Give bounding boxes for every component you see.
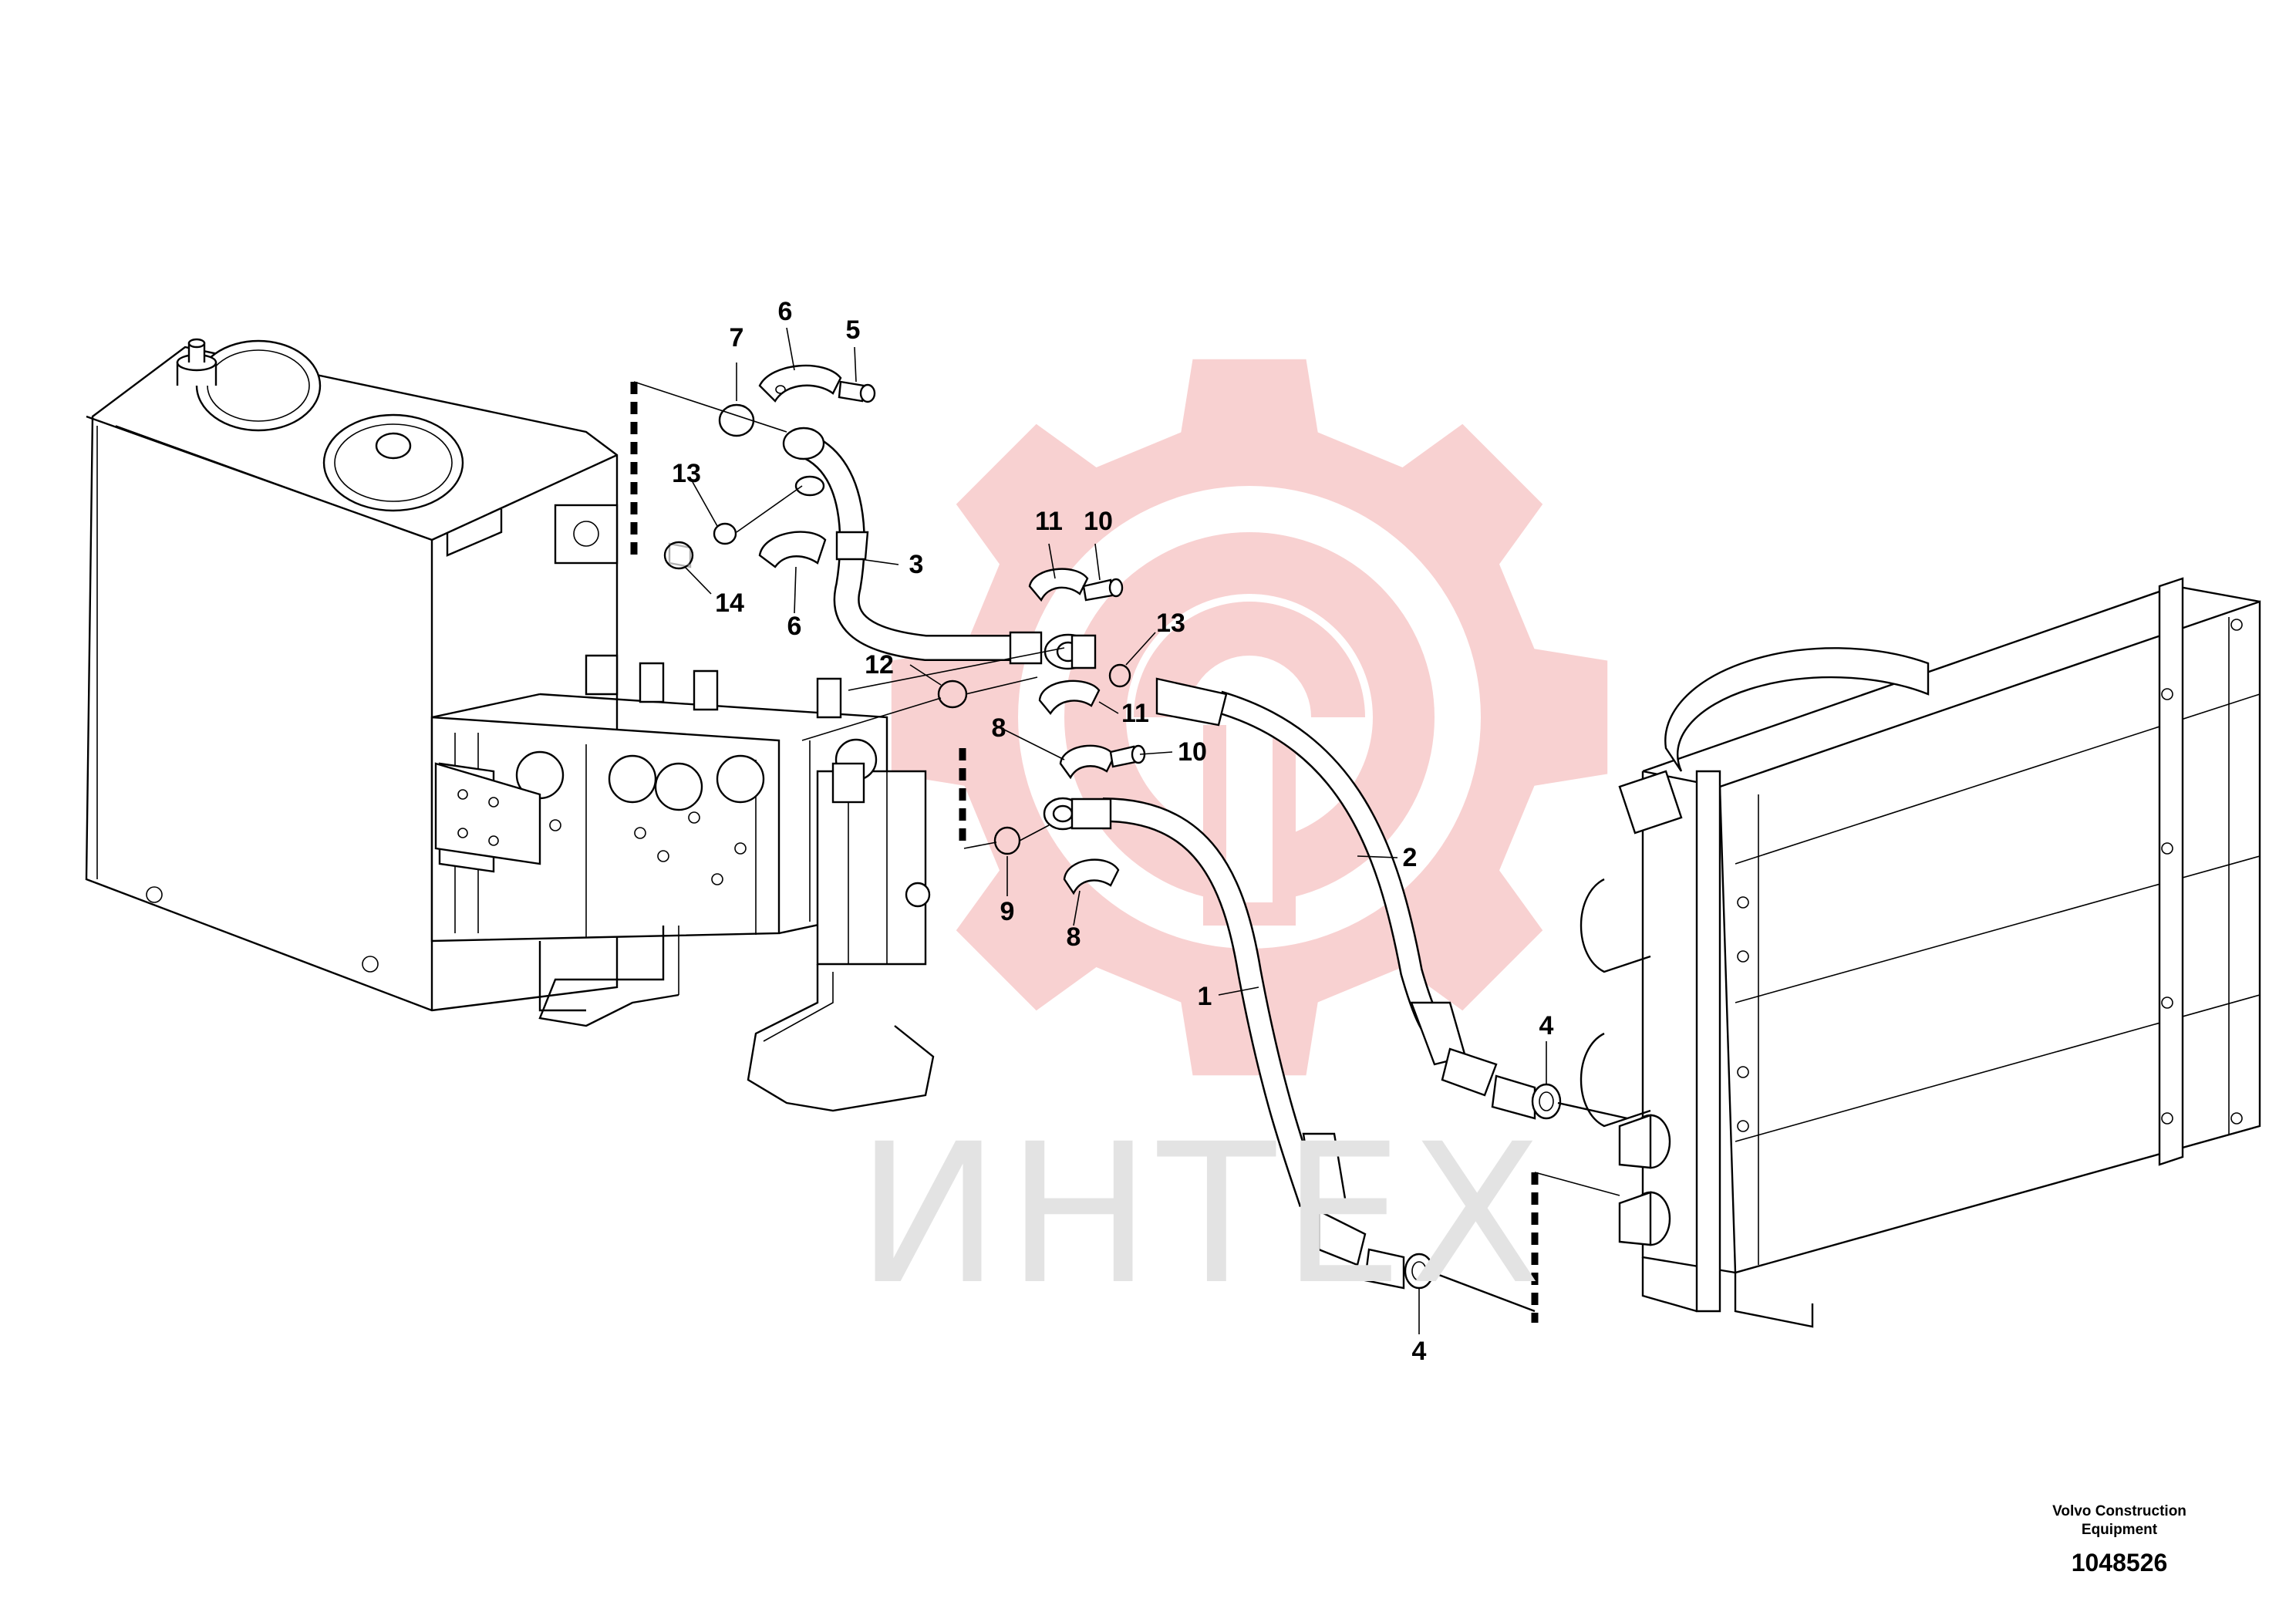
clamp-half-6-lower	[758, 531, 827, 568]
callout-11: 11	[1035, 507, 1063, 536]
callout-7: 7	[729, 323, 744, 352]
publisher-line-2: Equipment	[2081, 1522, 2158, 1538]
callout-5: 5	[845, 315, 861, 345]
hose-2	[1155, 677, 1498, 1097]
clamp-half-11-lower	[1038, 679, 1101, 716]
callout-4: 4	[1411, 1337, 1427, 1366]
o-ring-13-lower	[1108, 663, 1131, 688]
break-line-dashed	[630, 382, 1620, 1323]
callout-10: 10	[1084, 507, 1113, 536]
oil-cooler	[1580, 577, 2261, 1328]
callout-6: 6	[777, 297, 793, 326]
callout-4: 4	[1539, 1011, 1554, 1040]
hose-1	[1043, 797, 1367, 1266]
bolt-10-upper	[1082, 578, 1124, 602]
callout-14: 14	[715, 588, 744, 618]
plug-14	[663, 541, 694, 570]
leader-lines	[684, 327, 1547, 1334]
callout-12: 12	[865, 650, 894, 679]
callout-3: 3	[909, 550, 924, 579]
callout-9: 9	[1000, 897, 1015, 926]
callout-8: 8	[1066, 922, 1081, 952]
callout-1: 1	[1197, 982, 1212, 1011]
publisher-label: Volvo Construction Equipment	[2027, 1502, 2212, 1539]
o-ring-13-upper	[713, 522, 737, 545]
callout-2: 2	[1402, 843, 1418, 872]
callout-13: 13	[672, 459, 701, 488]
callout-10: 10	[1178, 737, 1207, 767]
publisher-line-1: Volvo Construction	[2052, 1503, 2186, 1519]
assembly-lines	[633, 381, 1065, 849]
cooler-bolts	[1737, 619, 2243, 1132]
callout-11: 11	[1121, 699, 1149, 728]
control-valve-block	[430, 654, 931, 1012]
bolt-5	[838, 380, 876, 403]
illustration-number: 1048526	[2071, 1549, 2168, 1576]
bolt-10-lower	[1109, 744, 1146, 768]
callout-6: 6	[787, 612, 802, 641]
o-ring-7	[718, 403, 755, 437]
watermark-text: ИНТЕХ	[856, 1102, 1548, 1327]
clamp-half-6-upper	[758, 364, 842, 403]
mounting-bracket-left	[434, 762, 541, 865]
hose-3	[782, 427, 1097, 670]
clamp-half-11-upper	[1028, 568, 1089, 602]
clamp-half-8-lower	[1063, 858, 1120, 895]
adapter-fitting	[1364, 1074, 1628, 1313]
callout-13: 13	[1156, 609, 1185, 638]
callout-8: 8	[991, 713, 1006, 743]
valve-support-brackets	[538, 926, 935, 1112]
